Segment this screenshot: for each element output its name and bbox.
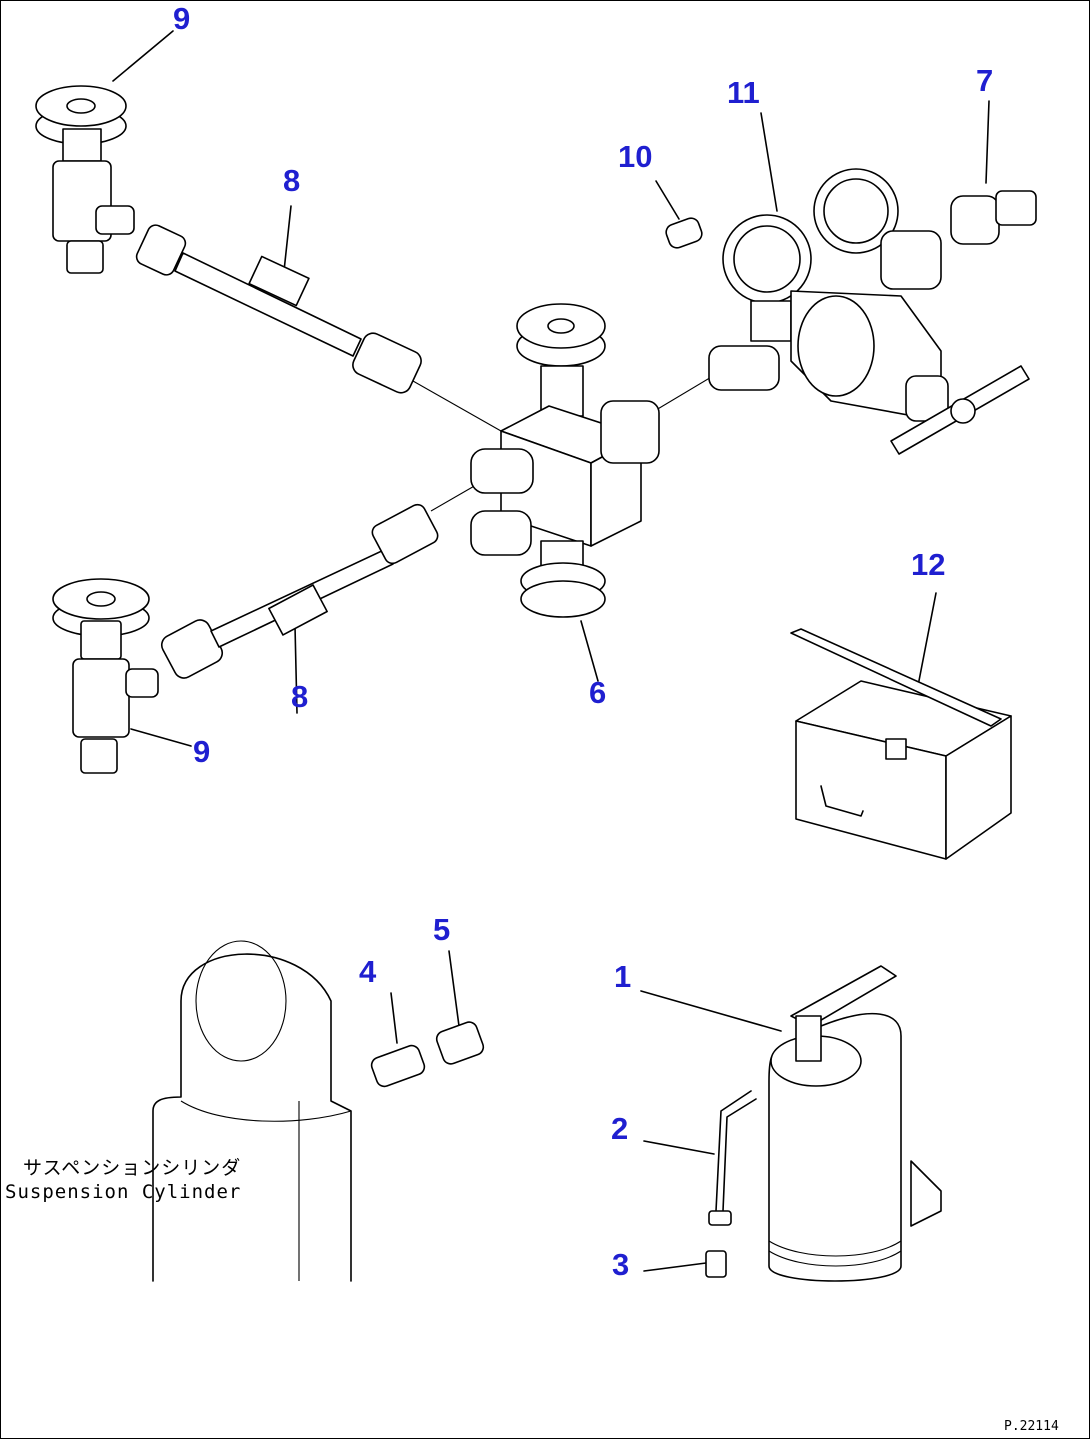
callout-8-upper: 8 bbox=[283, 163, 301, 198]
drawing-reference: P.22114 bbox=[1004, 1419, 1059, 1434]
callout-10: 10 bbox=[618, 139, 653, 174]
suspension-cylinder bbox=[152, 940, 352, 1282]
hose-lower bbox=[160, 503, 439, 679]
callout-1: 1 bbox=[614, 959, 632, 994]
callout-7: 7 bbox=[976, 63, 994, 98]
grease-pump bbox=[768, 965, 942, 1282]
hose-upper bbox=[135, 224, 422, 394]
callout-11: 11 bbox=[727, 75, 760, 110]
adapter-fitting bbox=[950, 190, 1037, 245]
valve-upper bbox=[35, 85, 135, 274]
callout-5: 5 bbox=[433, 912, 451, 947]
callout-6: 6 bbox=[589, 675, 607, 710]
tool-box bbox=[790, 628, 1012, 860]
valve-lower bbox=[52, 578, 159, 774]
grease-hose bbox=[708, 1090, 757, 1226]
callout-12: 12 bbox=[911, 547, 946, 582]
cap bbox=[435, 1021, 485, 1065]
callout-9-upper: 9 bbox=[173, 1, 191, 36]
callout-9-lower: 9 bbox=[193, 734, 211, 769]
regulator bbox=[708, 168, 1030, 455]
callout-2: 2 bbox=[611, 1111, 629, 1146]
callout-8-lower: 8 bbox=[291, 679, 309, 714]
cylinder-label-en: Suspension Cylinder bbox=[5, 1181, 242, 1203]
small-fitting bbox=[665, 217, 703, 249]
leader-lines bbox=[112, 30, 990, 1272]
callout-3: 3 bbox=[612, 1247, 630, 1282]
callout-4: 4 bbox=[359, 954, 377, 989]
manifold bbox=[470, 303, 660, 618]
cylinder-label-jp: サスペンションシリンダ bbox=[23, 1157, 242, 1179]
check-valve bbox=[370, 1044, 426, 1088]
grease-nipple bbox=[705, 1250, 727, 1278]
